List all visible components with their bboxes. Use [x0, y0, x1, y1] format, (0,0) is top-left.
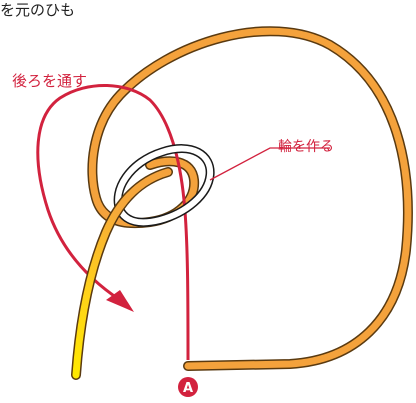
made-loop-fill [115, 145, 214, 226]
main-rope [87, 26, 413, 371]
red-line-down [36, 83, 190, 361]
make-loop-leader-line [209, 147, 330, 181]
rope-tail [71, 167, 173, 380]
point-a-letter: A [183, 381, 193, 396]
made-loop [113, 144, 215, 227]
main-rope-fill [88, 27, 412, 370]
rope-tail-fill [72, 168, 172, 379]
point-a-circle [178, 377, 198, 397]
red-arrowhead [106, 290, 134, 312]
make-loop-label: 輪を作る [278, 138, 334, 155]
caption-text: を元のひも [0, 1, 76, 19]
pass-behind-label: 後ろを通す [12, 72, 87, 90]
pass-behind-arrow [36, 83, 190, 361]
point-a-marker: A [178, 377, 198, 397]
